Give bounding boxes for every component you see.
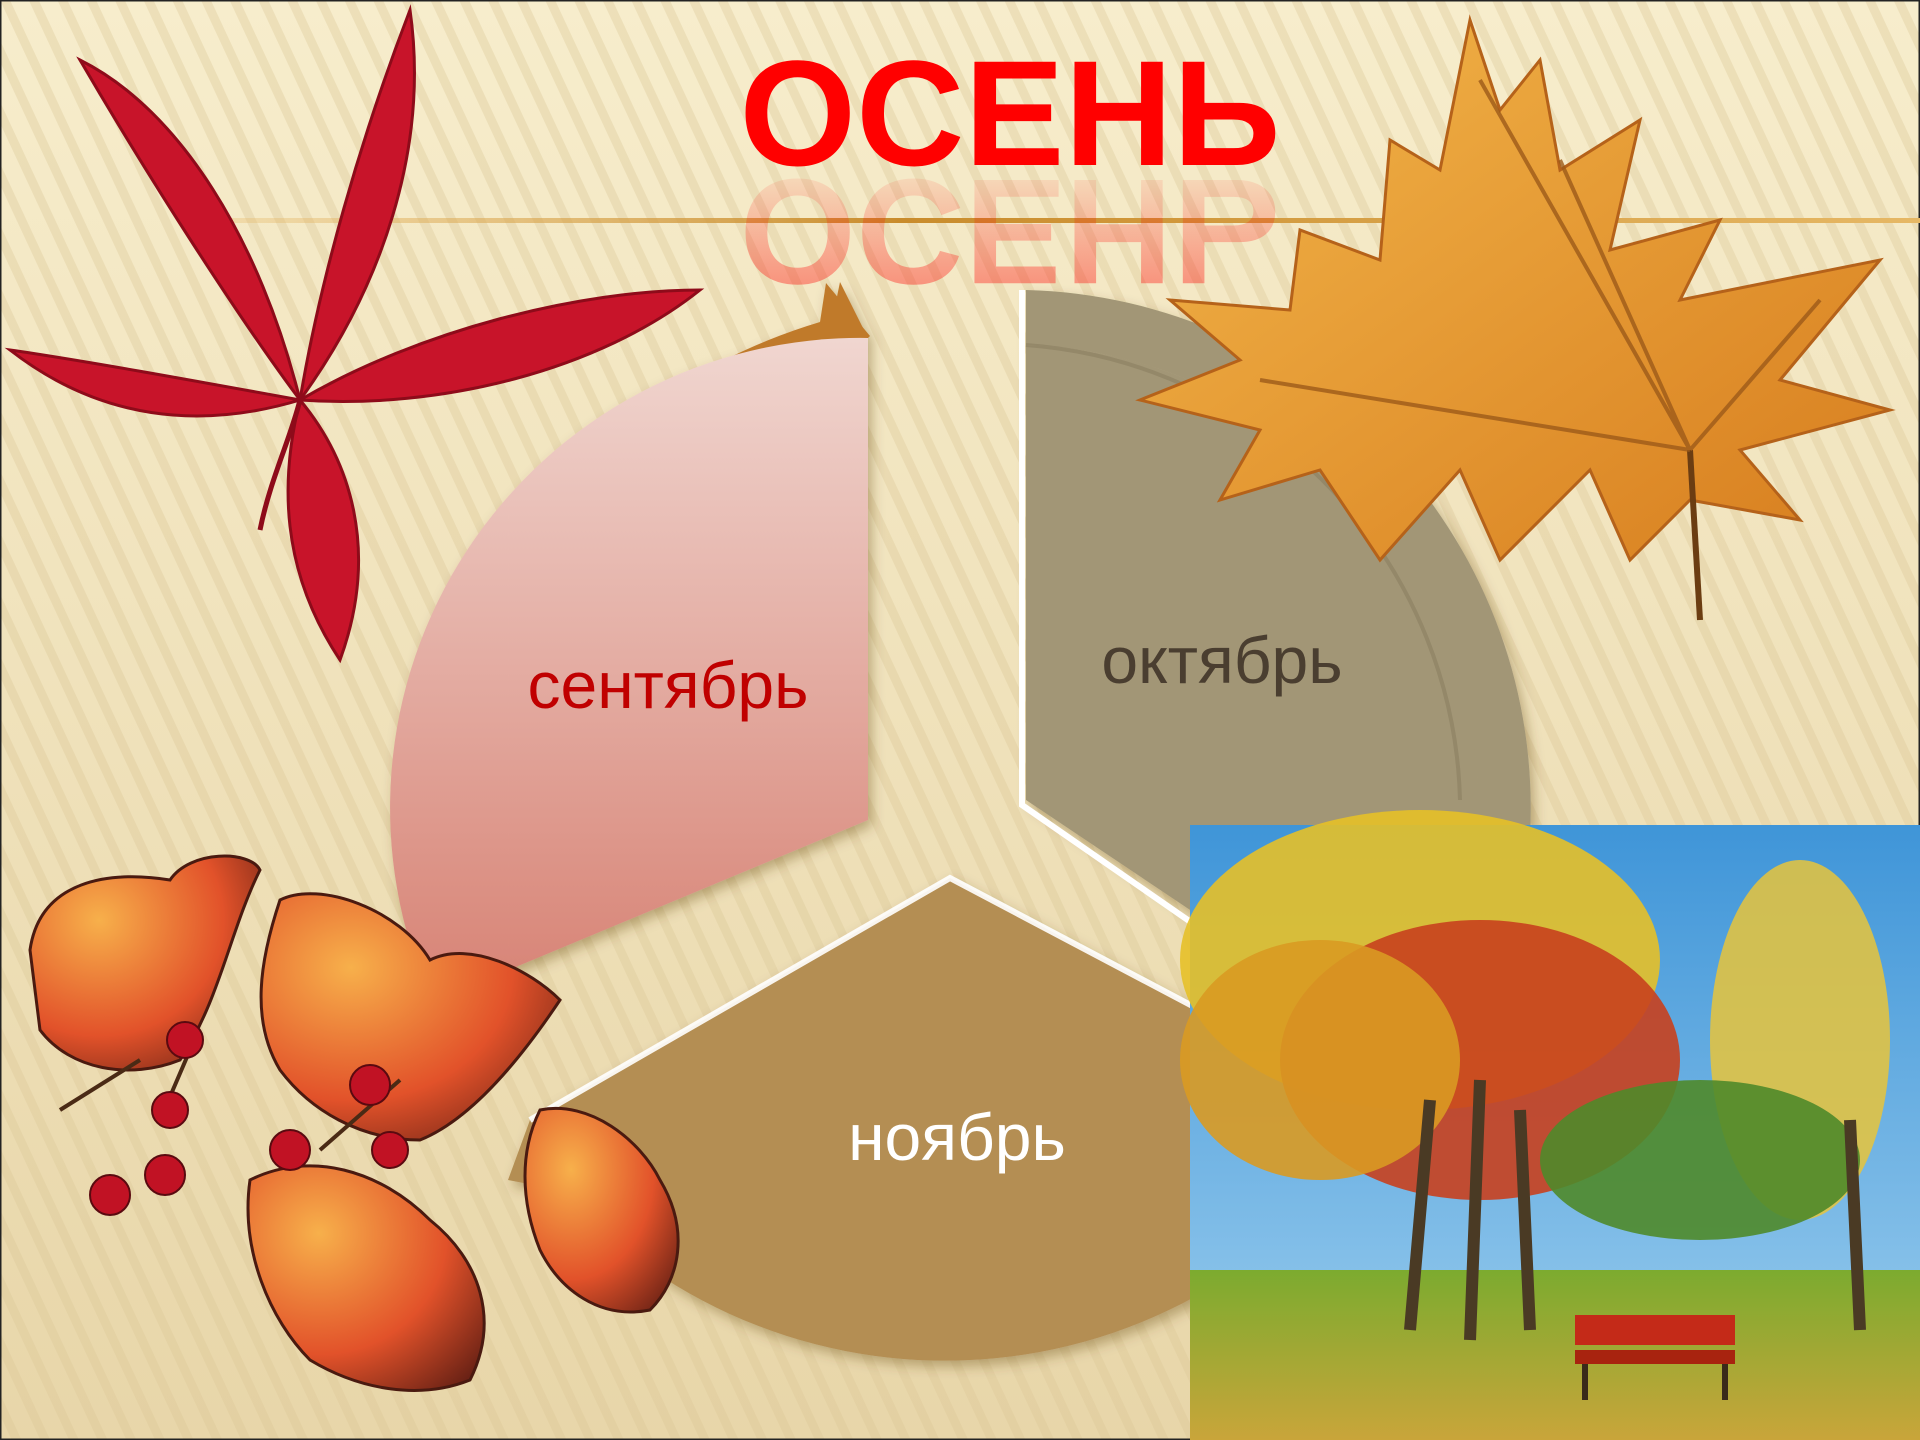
november-label: ноябрь bbox=[848, 1100, 1066, 1174]
september-label: сентябрь bbox=[527, 648, 808, 722]
october-label: октябрь bbox=[1101, 623, 1342, 697]
autumn-park-photo bbox=[1180, 810, 1920, 1440]
page-title-reflection: ОСЕНЬ bbox=[739, 148, 1280, 316]
